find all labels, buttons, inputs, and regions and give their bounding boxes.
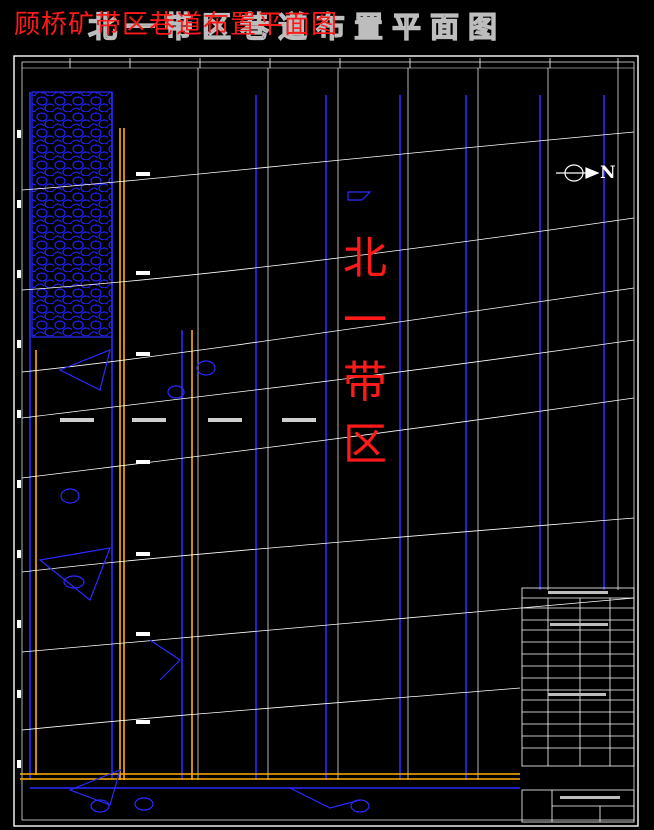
north-label: N [600,163,616,183]
north-arrow-icon [556,164,600,182]
page-title: 顾桥矿带区巷道布置平面图 [14,10,339,40]
region-marker-icon [347,191,372,201]
left-ticks [17,130,21,768]
seam-contour-lines [21,131,635,731]
legend-table [521,587,635,823]
top-ticks [69,58,619,68]
ghost-title: 北一带区巷道布置平面图 [87,10,507,44]
vertical-grid-lines [197,68,619,780]
roadway-symbol-icon [38,349,370,813]
goaf-hatch-pattern [31,91,113,338]
elevation-tags [136,172,150,724]
face-name-tags [60,418,316,422]
drawing-frame [13,55,639,827]
legend-table-text-marks [548,591,620,799]
blue-roadways [29,92,605,789]
region-label: 北一带区 [343,233,387,470]
